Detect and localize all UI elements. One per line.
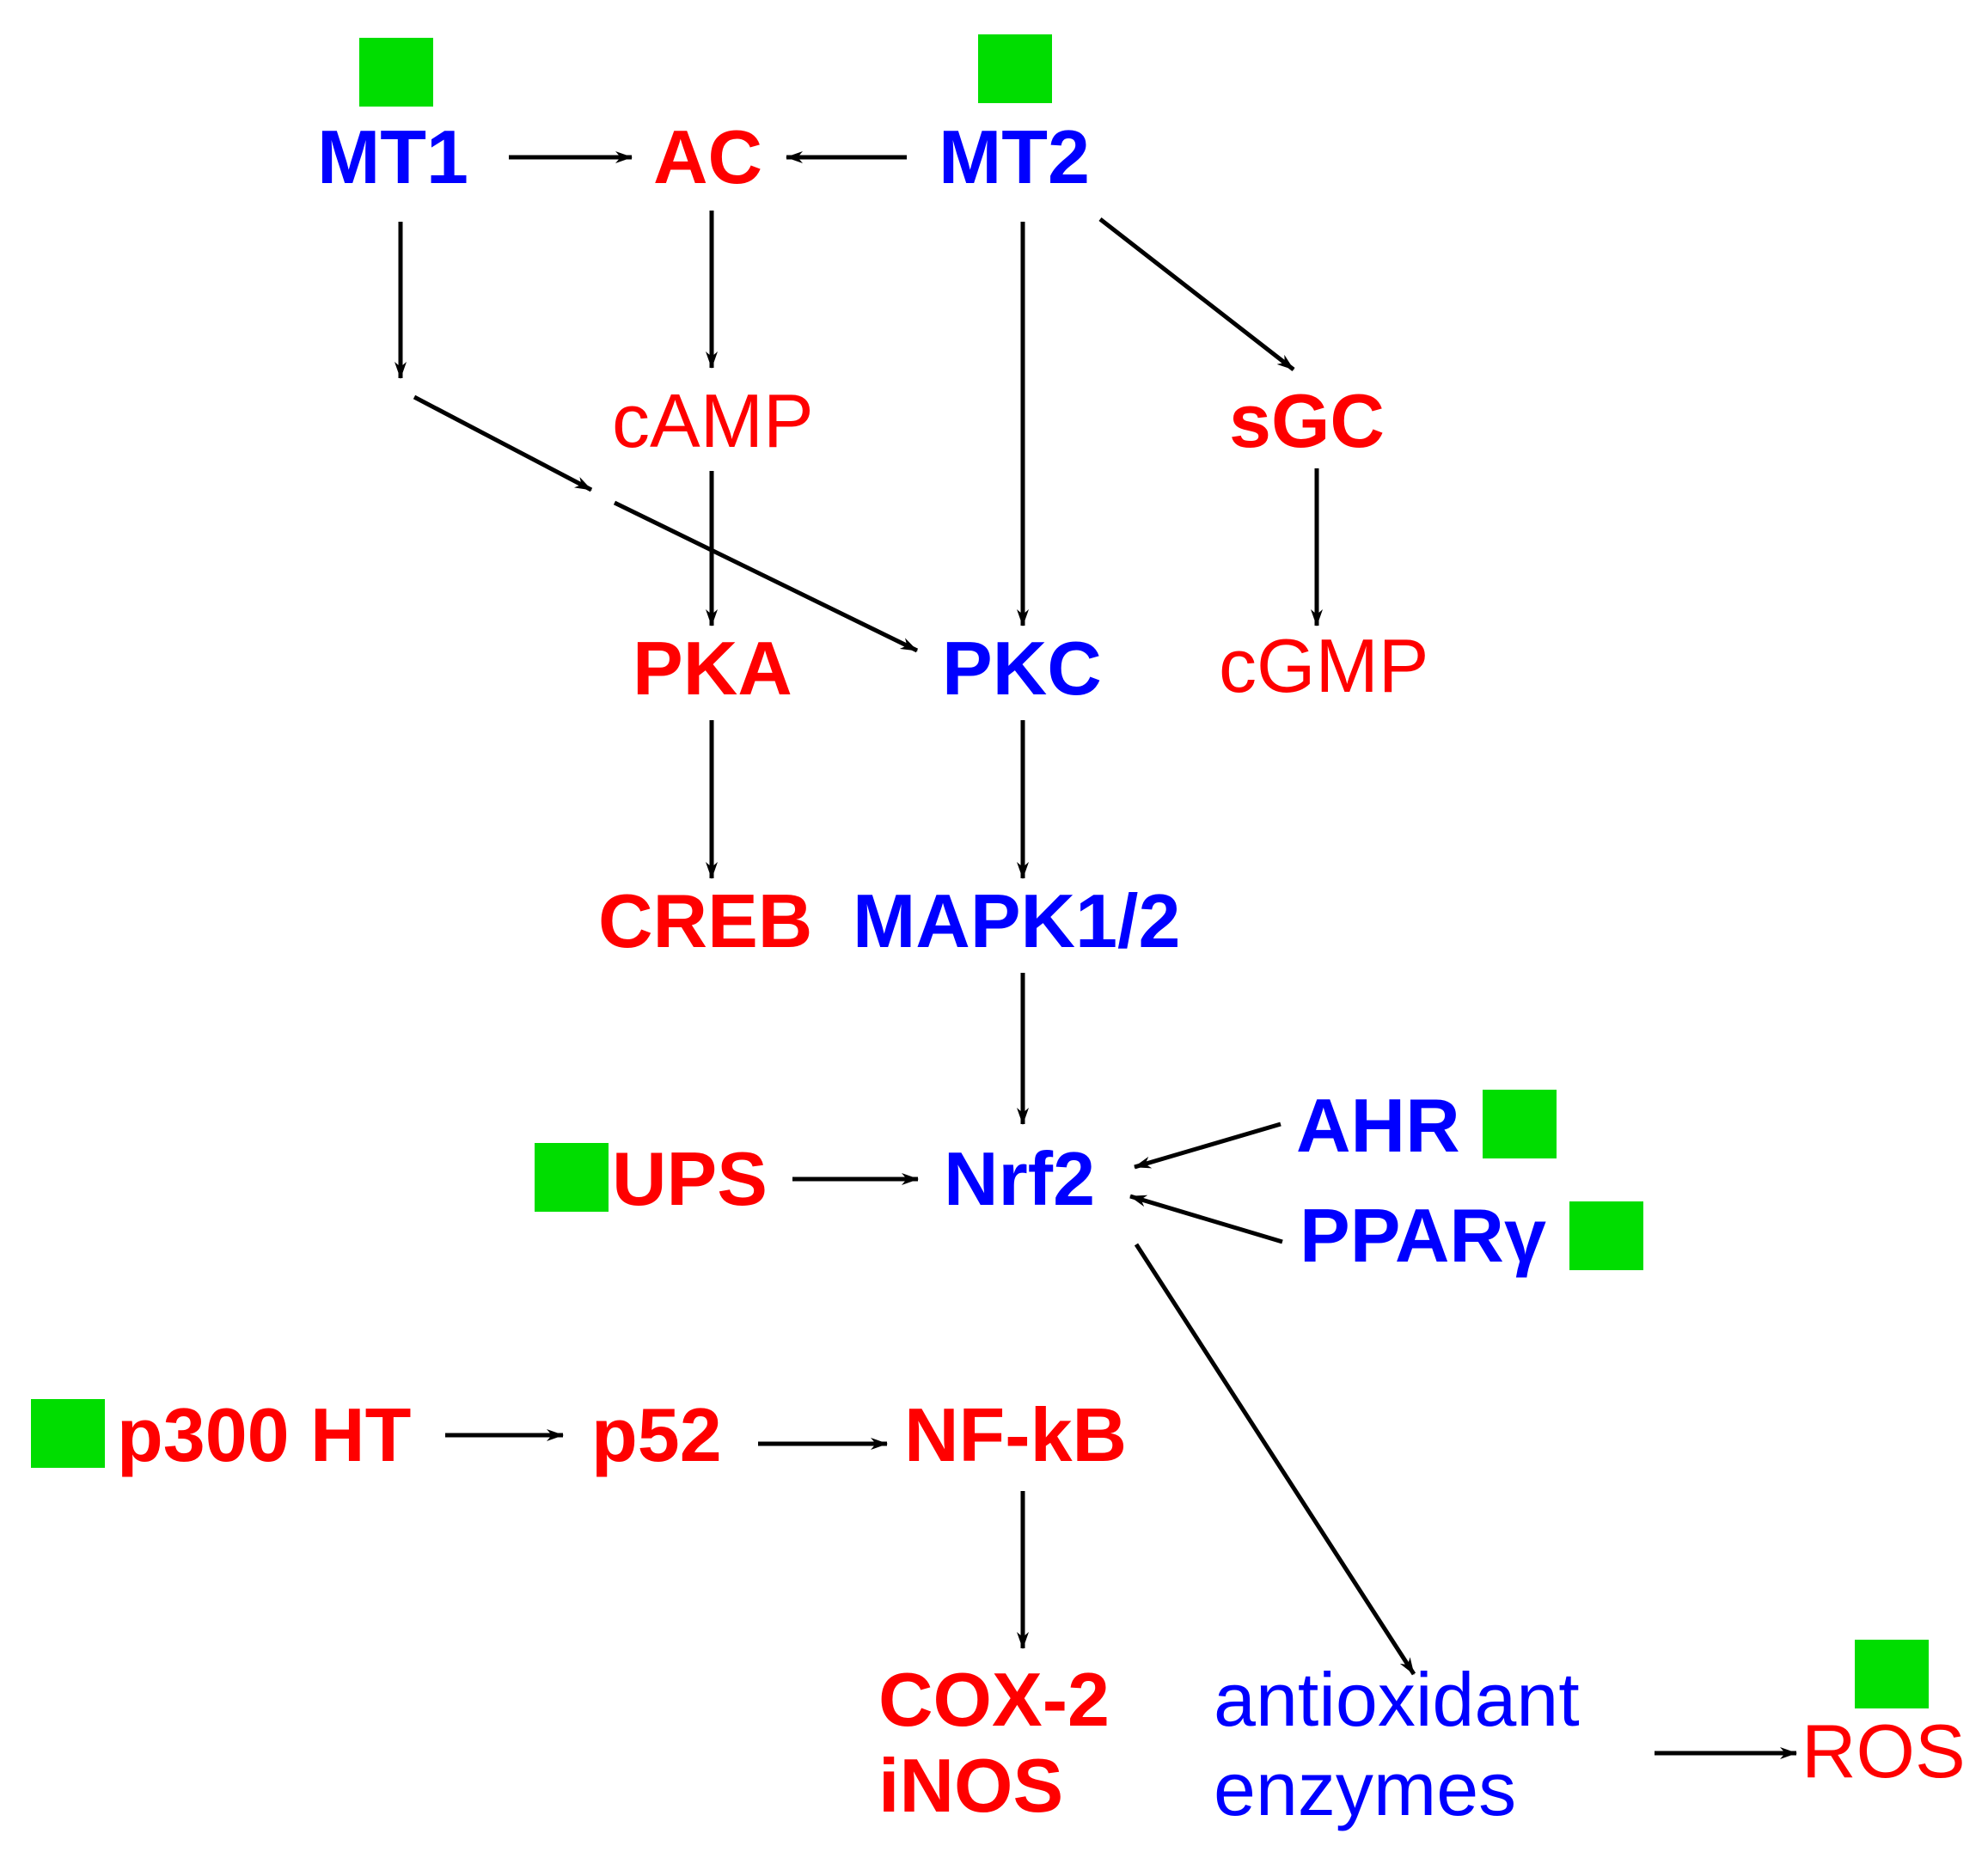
- marker-ahr: [1483, 1090, 1557, 1158]
- node-ups: UPS: [612, 1136, 768, 1221]
- arrow-ppar-nrf2: [1129, 1194, 1283, 1244]
- node-p300: p300 HT: [117, 1392, 411, 1477]
- node-nfkb: NF-kB: [904, 1392, 1127, 1477]
- node-nrf2: Nrf2: [944, 1136, 1095, 1221]
- node-cgmp: cGMP: [1219, 623, 1428, 708]
- node-ros: ROS: [1801, 1708, 1966, 1794]
- node-mt1: MT1: [317, 114, 468, 199]
- node-cox2: COX-2: [878, 1657, 1110, 1742]
- marker-mt2: [978, 34, 1052, 103]
- marker-ups: [535, 1143, 609, 1212]
- node-creb: CREB: [598, 878, 812, 963]
- marker-ppar: [1569, 1201, 1643, 1270]
- arrow-mt1-mid: [413, 394, 593, 492]
- node-mt2: MT2: [939, 114, 1090, 199]
- marker-p300: [31, 1399, 105, 1468]
- node-ahr: AHR: [1296, 1083, 1460, 1168]
- node-pka: PKA: [633, 626, 792, 711]
- arrow-mt2-sgc: [1098, 217, 1295, 371]
- arrow-ahr-nrf2: [1134, 1121, 1281, 1170]
- arrow-mt1-pkc: [613, 500, 919, 653]
- node-inos: iNOS: [878, 1743, 1063, 1828]
- marker-ros: [1855, 1640, 1929, 1708]
- node-antioxidant-line2: enzymes: [1214, 1746, 1516, 1831]
- node-ac: AC: [653, 114, 762, 199]
- node-p52: p52: [591, 1392, 722, 1477]
- node-antioxidant-line1: antioxidant: [1214, 1657, 1580, 1742]
- marker-mt1: [359, 38, 433, 107]
- node-pkc: PKC: [942, 626, 1102, 711]
- arrow-nrf2-antioxidant: [1134, 1243, 1416, 1676]
- node-mapk: MAPK1/2: [853, 878, 1180, 963]
- node-camp: cAMP: [612, 378, 814, 463]
- node-ppar: PPARγ: [1300, 1193, 1546, 1278]
- node-sgc: sGC: [1229, 378, 1385, 463]
